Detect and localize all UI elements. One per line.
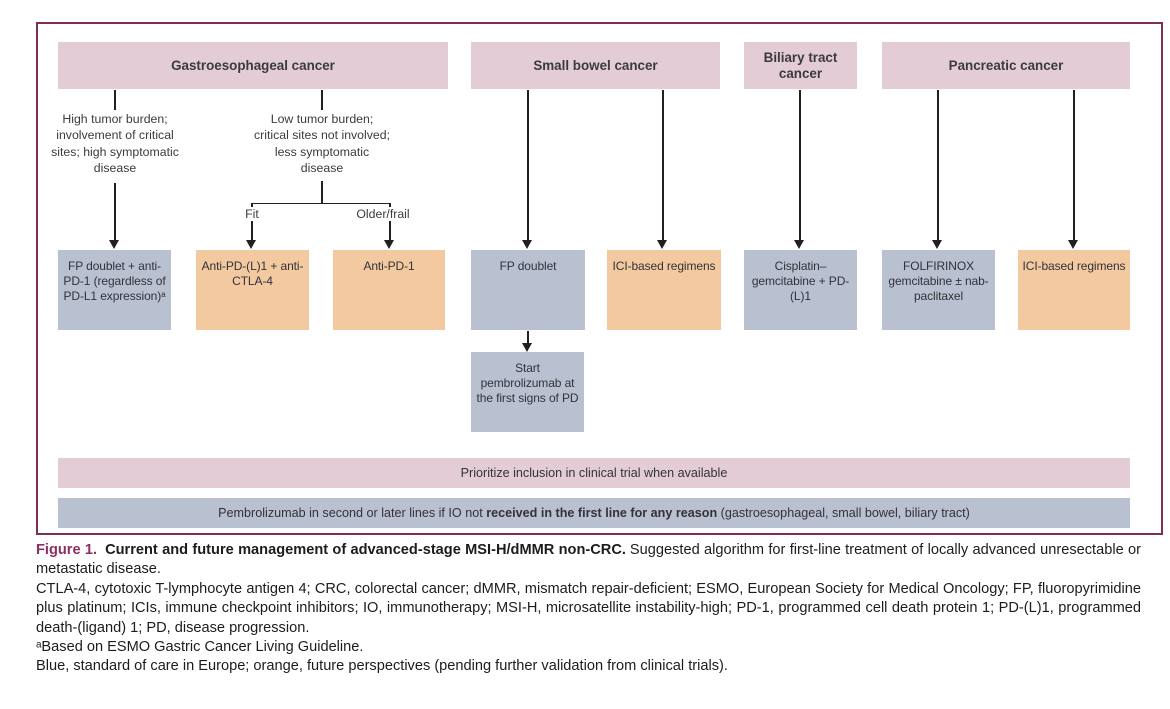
- banner-pembro-pre: Pembrolizumab in second or later lines i…: [218, 506, 487, 520]
- banner-clinical-trial-text: Prioritize inclusion in clinical trial w…: [460, 466, 728, 480]
- box-fp-doublet: FP doublet: [471, 250, 585, 330]
- flow-line: [114, 90, 116, 110]
- box-ici-based-regimens-small-bowel: ICI-based regimens: [607, 250, 721, 330]
- arrow-head-icon: [1068, 240, 1078, 249]
- header-pancreatic-cancer: Pancreatic cancer: [882, 42, 1130, 89]
- arrow-head-icon: [109, 240, 119, 249]
- header-label: Pancreatic cancer: [948, 57, 1064, 73]
- arrow-head-icon: [522, 343, 532, 352]
- caption-title-rest: Suggested algorithm for first-line treat…: [36, 542, 1141, 578]
- flow-arrow: [527, 331, 529, 343]
- caption-title-bold: Current and future management of advance…: [105, 542, 626, 558]
- caption-title-paragraph: Figure 1. Current and future management o…: [36, 541, 1141, 580]
- caption-footnote-a: ᵃBased on ESMO Gastric Cancer Living Gui…: [36, 639, 364, 656]
- arrow-head-icon: [522, 240, 532, 249]
- banner-pembro-bold: received in the first line for any reaso…: [486, 506, 718, 520]
- flow-arrow: [527, 90, 529, 240]
- box-fp-doublet-anti-pd1: FP doublet + anti-PD-1 (regardless of PD…: [58, 250, 171, 330]
- flow-arrow: [389, 203, 391, 240]
- header-small-bowel-cancer: Small bowel cancer: [471, 42, 720, 89]
- banner-clinical-trial: Prioritize inclusion in clinical trial w…: [58, 458, 1130, 488]
- banner-pembro-post: (gastroesophageal, small bowel, biliary …: [717, 506, 970, 520]
- arrow-head-icon: [932, 240, 942, 249]
- arrow-head-icon: [384, 240, 394, 249]
- box-anti-pdl1-anti-ctla4: Anti-PD-(L)1 + anti-CTLA-4: [196, 250, 309, 330]
- header-gastroesophageal-cancer: Gastroesophageal cancer: [58, 42, 448, 89]
- box-start-pembrolizumab: Start pembrolizumab at the first signs o…: [471, 352, 584, 432]
- flow-arrow: [251, 203, 253, 240]
- arrow-head-icon: [657, 240, 667, 249]
- flow-line: [321, 181, 323, 203]
- condition-low-tumor-burden: Low tumor burden; critical sites not inv…: [253, 112, 390, 176]
- flow-arrow: [662, 90, 664, 240]
- header-label: Biliary tract cancer: [763, 49, 838, 81]
- flow-arrow: [937, 90, 939, 240]
- box-anti-pd1: Anti-PD-1: [333, 250, 445, 330]
- arrow-head-icon: [246, 240, 256, 249]
- flow-arrow: [114, 183, 116, 240]
- box-cisplatin-gemcitabine-pdl1: Cisplatin–gemcitabine + PD-(L)1: [744, 250, 857, 330]
- box-folfirinox-gemcitabine: FOLFIRINOX gemcitabine ± nab-paclitaxel: [882, 250, 995, 330]
- header-label: Gastroesophageal cancer: [171, 57, 335, 73]
- branch-label-fit: Fit: [242, 207, 262, 221]
- banner-pembrolizumab-later-lines: Pembrolizumab in second or later lines i…: [58, 498, 1130, 528]
- flow-arrow: [1073, 90, 1075, 240]
- box-ici-based-regimens-pancreatic: ICI-based regimens: [1018, 250, 1130, 330]
- condition-high-tumor-burden: High tumor burden; involvement of critic…: [51, 112, 179, 176]
- caption-color-legend: Blue, standard of care in Europe; orange…: [36, 658, 728, 675]
- flow-split-line: [251, 202, 391, 204]
- flow-line: [321, 90, 323, 110]
- arrow-head-icon: [794, 240, 804, 249]
- figure-caption: Figure 1. Current and future management o…: [36, 541, 1141, 677]
- header-biliary-tract-cancer: Biliary tract cancer: [744, 42, 857, 89]
- caption-abbreviations: CTLA-4, cytotoxic T-lymphocyte antigen 4…: [36, 580, 1141, 636]
- header-label: Small bowel cancer: [533, 57, 658, 73]
- branch-label-older-frail: Older/frail: [353, 207, 413, 221]
- figure-number-label: Figure 1.: [36, 542, 98, 558]
- flow-arrow: [799, 90, 801, 240]
- banner-pembro-text: Pembrolizumab in second or later lines i…: [218, 506, 970, 520]
